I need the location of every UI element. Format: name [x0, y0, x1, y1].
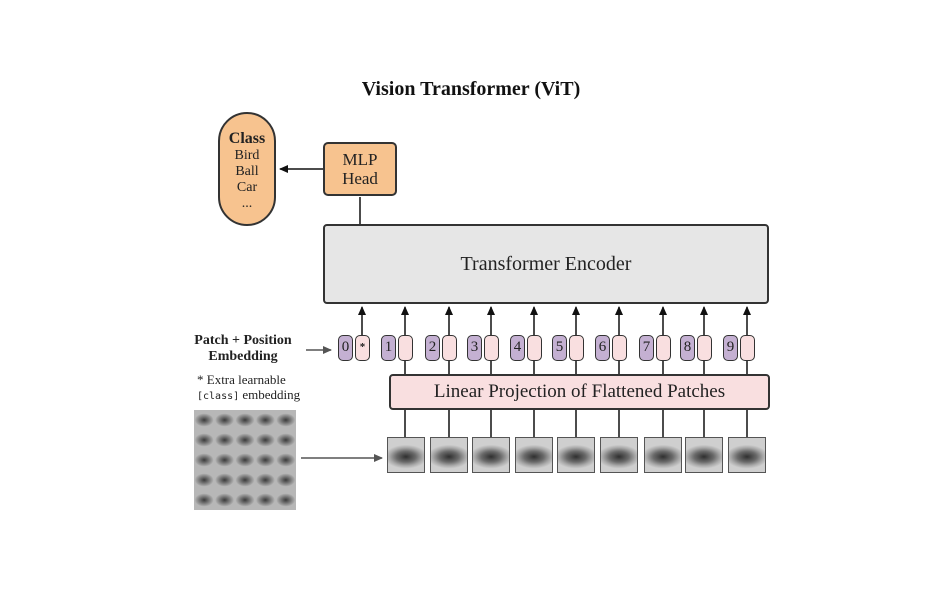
image-patch-6: [600, 437, 638, 473]
position-embedding-4: [527, 335, 542, 361]
input-image-grid: [194, 410, 296, 510]
image-patch-5: [557, 437, 595, 473]
mlp-head-box: MLP Head: [323, 142, 397, 196]
token-3: 3: [467, 335, 482, 361]
note-class-token: [class]: [197, 391, 240, 402]
class-token-embedding: *: [355, 335, 370, 361]
token-7: 7: [639, 335, 654, 361]
transformer-encoder-box: Transformer Encoder: [323, 224, 769, 304]
diagram-title: Vision Transformer (ViT): [361, 78, 581, 100]
image-patch-1: [387, 437, 425, 473]
patch-position-line2: Embedding: [208, 349, 278, 364]
position-embedding-8: [697, 335, 712, 361]
class-item-ball: Ball: [235, 164, 259, 179]
token-0: 0: [338, 335, 353, 361]
token-9: 9: [723, 335, 738, 361]
token-1: 1: [381, 335, 396, 361]
image-patch-4: [515, 437, 553, 473]
linear-projection-box: Linear Projection of Flattened Patches: [389, 374, 770, 410]
token-6: 6: [595, 335, 610, 361]
position-embedding-1: [398, 335, 413, 361]
position-embedding-6: [612, 335, 627, 361]
mlp-head-line2: Head: [342, 169, 378, 188]
image-patch-8: [685, 437, 723, 473]
position-embedding-5: [569, 335, 584, 361]
linear-projection-label: Linear Projection of Flattened Patches: [433, 381, 726, 402]
position-embedding-9: [740, 335, 755, 361]
patch-position-line1: Patch + Position: [194, 333, 292, 348]
class-item-bird: Bird: [234, 148, 260, 163]
token-4: 4: [510, 335, 525, 361]
position-embedding-2: [442, 335, 457, 361]
extra-embedding-note: * Extra learnable [class] embedding: [197, 372, 300, 404]
class-item-car: Car: [236, 180, 258, 195]
token-2: 2: [425, 335, 440, 361]
patch-position-label: Patch + Position Embedding: [178, 333, 308, 365]
mlp-head-line1: MLP: [342, 150, 378, 169]
note-line1: * Extra learnable: [197, 372, 286, 387]
position-embedding-7: [656, 335, 671, 361]
class-output-box: Class Bird Ball Car ...: [218, 112, 276, 226]
note-line2-rest: embedding: [239, 387, 301, 402]
image-patch-7: [644, 437, 682, 473]
image-patch-9: [728, 437, 766, 473]
image-patch-2: [430, 437, 468, 473]
token-5: 5: [552, 335, 567, 361]
position-embedding-3: [484, 335, 499, 361]
transformer-encoder-label: Transformer Encoder: [460, 252, 632, 275]
note-line2: [class] embedding: [197, 387, 300, 404]
token-8: 8: [680, 335, 695, 361]
class-item-ellipsis: ...: [241, 196, 253, 211]
image-patch-3: [472, 437, 510, 473]
class-heading: Class: [228, 130, 266, 147]
